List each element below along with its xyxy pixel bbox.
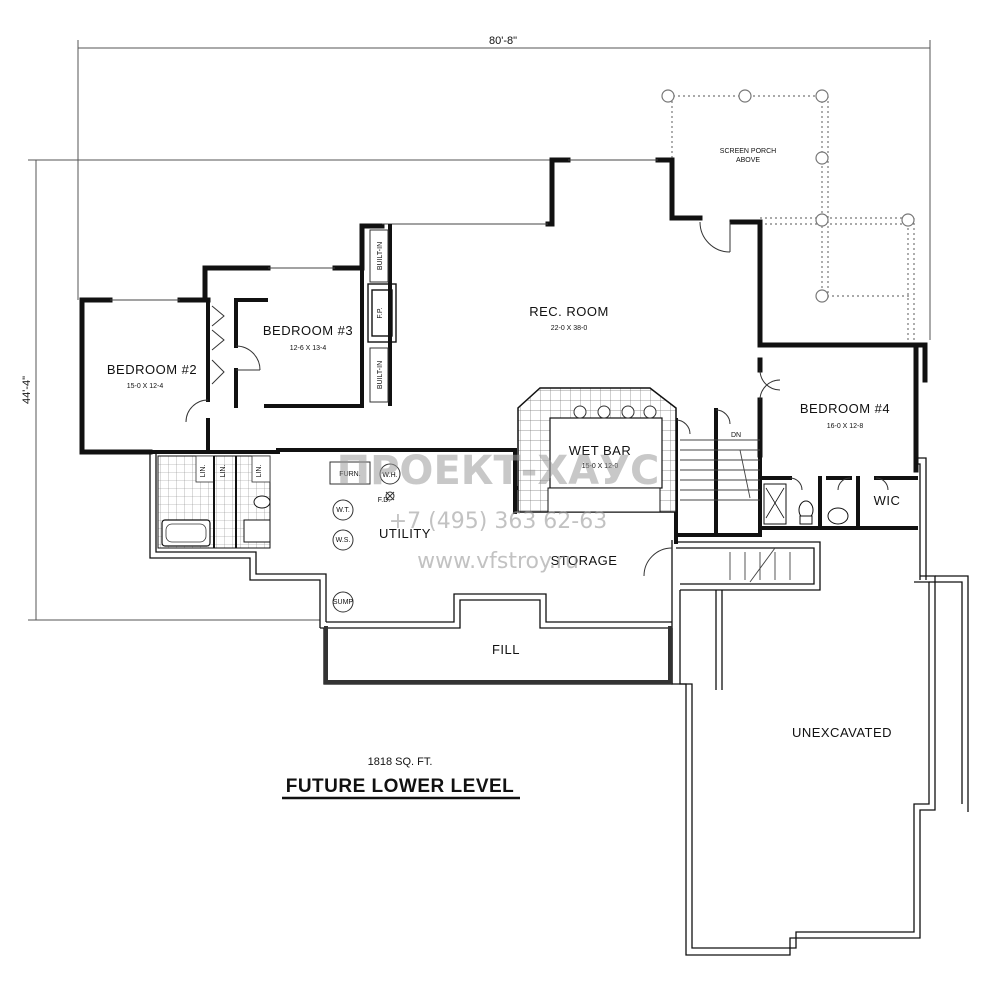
porch-columns [661,89,915,303]
water-softener-label: W.S. [336,537,351,544]
bedroom4-name: BEDROOM #4 [800,401,890,416]
fireplace-label: F.P. [377,307,384,318]
bedroom4-size: 16-0 X 12-8 [827,423,864,430]
stairs [680,439,791,583]
sump-label: SUMP [333,599,354,606]
rec-room-size: 22-0 X 38-0 [551,325,588,332]
bathroom-left [157,455,271,549]
bedroom3-name: BEDROOM #3 [263,323,353,338]
unexcavated-name: UNEXCAVATED [792,725,892,740]
exterior-walls [79,157,928,473]
window-lines [110,159,658,301]
wet-bar-name: WET BAR [569,443,632,458]
water-heater-label: W.H. [382,472,397,479]
bedroom2-name: BEDROOM #2 [107,362,197,377]
rec-room-name: REC. ROOM [529,304,609,319]
water-tank-label: W.T. [336,507,350,514]
bathroom-right [763,483,849,525]
builtin-lower-label: BUILT-IN [377,361,384,389]
furnace-label: FURN. [339,471,360,478]
fill-name: FILL [492,642,520,657]
builtin-upper-label: BUILT-IN [377,242,384,270]
floor-drain-label: F.D. [378,497,391,504]
screen-porch-label-line1: SCREEN PORCH [720,148,776,155]
stair-dn-label: DN [731,432,741,439]
built-in-cabinets [369,229,389,403]
bedroom2-size: 15-0 X 12-4 [127,383,164,390]
plan-title: FUTURE LOWER LEVEL [286,776,515,797]
fireplace [367,283,397,343]
wic-name: WIC [874,493,901,508]
wet-bar-counter [517,387,677,513]
fill-area-walls [324,626,672,684]
dimension-lines [28,40,931,621]
door-swings [185,221,889,577]
bedroom3-size: 12-6 X 13-4 [290,345,327,352]
utility-name: UTILITY [379,526,431,541]
area-label: 1818 SQ. FT. [368,756,433,768]
bar-stools [573,405,657,419]
overall-depth-label: 44'-4" [21,376,33,404]
screen-porch-label-line2: ABOVE [736,157,760,164]
wet-bar-size: 15-0 X 12-0 [582,463,619,470]
storage-name: STORAGE [551,553,618,568]
linen-label-2: LIN. [220,465,227,478]
screen-porch-outline [668,95,915,340]
watermark-phone: +7 (495) 363 62-63 [389,509,608,534]
linen-label-1: LIN. [200,465,207,478]
linen-label-3: LIN. [256,465,263,478]
watermark-brand: ПРОЕКТ-ХАУС [337,448,660,494]
overall-width-label: 80'-8" [489,35,517,47]
mechanical-equipment [329,461,401,613]
watermark-url: www.vfstroy.ru [417,549,579,574]
